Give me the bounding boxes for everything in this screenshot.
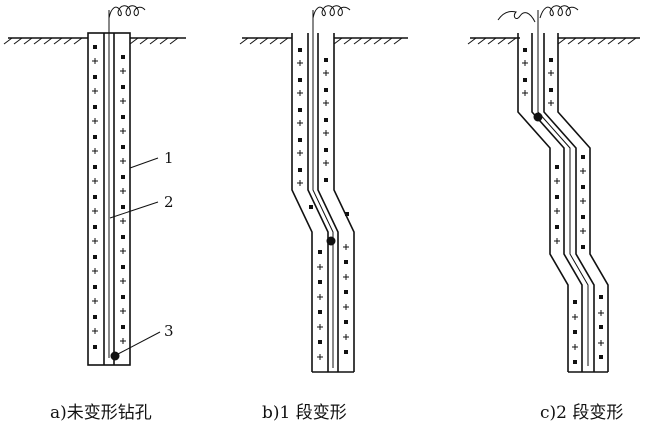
caption-c: c)2 段变形 xyxy=(540,403,623,423)
sensor-a xyxy=(110,351,120,361)
leader-1 xyxy=(129,157,159,169)
borehole-c xyxy=(497,5,609,373)
panel-b: b)1 段变形 xyxy=(239,5,408,423)
ground-surface-a xyxy=(3,37,186,45)
callout-1: 1 xyxy=(164,149,174,167)
sensor-c xyxy=(533,112,543,122)
ground-surface-b xyxy=(239,37,408,45)
grout-markers-c xyxy=(523,48,603,364)
ground-surface-c xyxy=(467,37,640,45)
panel-a: 1 2 3 a)未变形钻孔 xyxy=(3,5,186,423)
borehole-a xyxy=(87,5,146,366)
borehole-b xyxy=(291,5,355,373)
caption-b: b)1 段变形 xyxy=(262,403,347,423)
grout-markers-a-left xyxy=(93,45,97,349)
sensor-b xyxy=(326,236,336,246)
panel-c: c)2 段变形 xyxy=(467,5,640,423)
grout-plus-a-right xyxy=(120,68,126,344)
grout-plus-b xyxy=(297,60,349,360)
grout-markers-a-right xyxy=(121,55,125,329)
caption-a: a)未变形钻孔 xyxy=(50,403,152,423)
grout-markers-b xyxy=(298,48,349,354)
grout-plus-a-left xyxy=(92,58,98,334)
callout-2: 2 xyxy=(164,193,174,211)
leader-3 xyxy=(117,331,161,355)
callout-3: 3 xyxy=(164,322,174,340)
leader-2 xyxy=(109,201,159,219)
grout-plus-c xyxy=(522,60,604,350)
